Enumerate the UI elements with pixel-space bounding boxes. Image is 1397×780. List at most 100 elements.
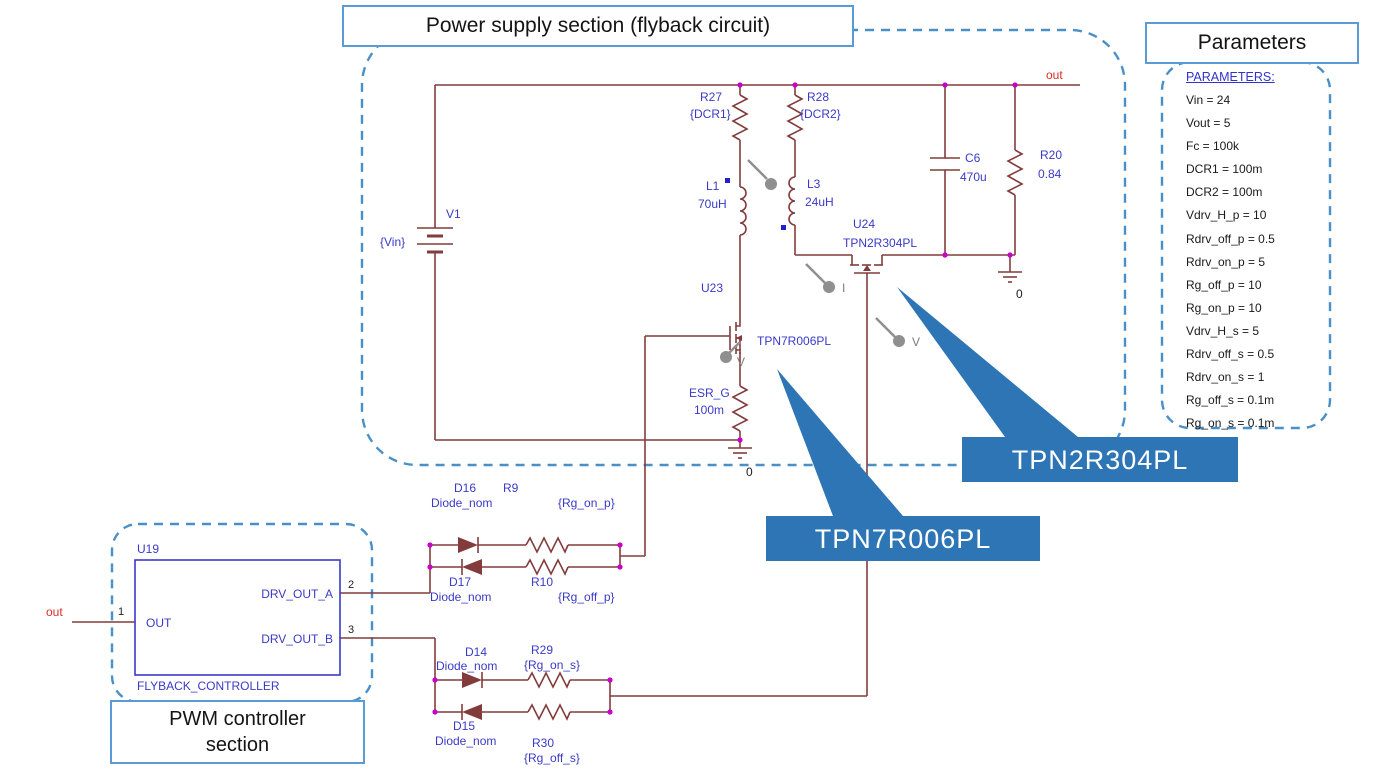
parameter-item: Fc = 100k <box>1186 139 1240 154</box>
u19-pin2-number: 2 <box>348 579 354 591</box>
mosfet-u24-symbol <box>850 255 883 274</box>
d17-ref-label: D17 <box>449 575 471 589</box>
ground-symbol-right <box>998 271 1022 283</box>
parameter-item: Rdrv_on_p = 5 <box>1186 254 1266 269</box>
power-supply-section-title: Power supply section (flyback circuit) <box>342 5 854 47</box>
parameter-item: Vin = 24 <box>1186 93 1231 107</box>
diode-d17-symbol <box>461 559 482 575</box>
u24-ref-label: U24 <box>853 217 875 231</box>
parameter-item: Rg_on_p = 10 <box>1186 300 1262 315</box>
u24-value-label: TPN2R304PL <box>843 236 917 250</box>
inductor-l1-symbol <box>725 178 747 236</box>
net-labels: out out 0 0 <box>46 68 1063 619</box>
u19-body <box>134 559 341 676</box>
callout-u23-pointer <box>777 369 903 516</box>
c6-value-label: 470u <box>960 170 987 184</box>
d15-value-label: Diode_nom <box>435 734 496 748</box>
probe-transformer <box>747 159 777 190</box>
r30-value-label: {Rg_off_s} <box>524 751 580 765</box>
probes: I V V <box>720 159 920 369</box>
callout-u23-box <box>766 516 1040 561</box>
esr-value-label: 100m <box>694 403 724 417</box>
capacitor-c6-symbol <box>930 157 960 171</box>
u19-ref-label: U19 <box>137 542 159 556</box>
parameter-item: DCR2 = 100m <box>1186 185 1263 200</box>
callout-u23: TPN7R006PL <box>766 369 1040 561</box>
u23-value-label: TPN7R006PL <box>757 334 831 348</box>
gnd-right-label: 0 <box>1016 287 1023 301</box>
parameter-item: Rg_off_p = 10 <box>1186 277 1262 292</box>
parameter-item: Vout = 5 <box>1186 116 1231 131</box>
parameters-header: PARAMETERS: <box>1186 70 1275 84</box>
diode-d14-symbol <box>462 672 483 688</box>
parameters-section-title: Parameters <box>1145 22 1359 64</box>
u19-pin-a-label: DRV_OUT_A <box>261 587 333 601</box>
d15-ref-label: D15 <box>453 719 475 733</box>
net-out-top-label: out <box>1046 68 1063 82</box>
parameter-item: Rdrv_on_s = 1 <box>1186 370 1265 385</box>
callout-u24-pointer <box>897 287 1078 437</box>
parameter-item: Rdrv_off_p = 0.5 <box>1186 231 1275 246</box>
u23-body-arrow <box>736 335 742 341</box>
r29-ref-label: R29 <box>531 643 553 657</box>
callout-u24: TPN2R304PL <box>897 287 1238 482</box>
u23-ref-label: U23 <box>701 281 723 295</box>
resistor-r10-symbol <box>525 558 569 576</box>
r28-value-label: {DCR2} <box>800 107 841 121</box>
r30-ref-label: R30 <box>532 736 554 750</box>
probe-voltage-source: V <box>720 341 745 369</box>
c6-ref-label: C6 <box>965 151 981 165</box>
r10-ref-label: R10 <box>531 575 553 589</box>
d14-ref-label: D14 <box>465 645 487 659</box>
diode-d15-symbol <box>461 704 482 720</box>
parameter-item: Rdrv_off_s = 0.5 <box>1186 347 1275 362</box>
callout-u23-label: TPN7R006PL <box>815 524 992 554</box>
r29-value-label: {Rg_on_s} <box>524 658 580 672</box>
u19-part-label: FLYBACK_CONTROLLER <box>137 679 280 693</box>
parameter-item: Rg_on_s = 0.1m <box>1186 416 1275 431</box>
probe-current-label: I <box>842 281 845 295</box>
probe-current: I <box>805 263 845 295</box>
diode-d16-symbol <box>458 537 479 553</box>
parameter-item: Vdrv_H_s = 5 <box>1186 323 1260 338</box>
l3-ref-label: L3 <box>807 177 821 191</box>
v1-ref-label: V1 <box>446 207 461 221</box>
l1-value-label: 70uH <box>698 197 727 211</box>
u19-pin-out-label: OUT <box>146 616 172 630</box>
d14-value-label: Diode_nom <box>436 659 497 673</box>
parameter-item: Rg_off_s = 0.1m <box>1186 393 1275 408</box>
v1-value-label: {Vin} <box>380 235 405 249</box>
l1-polarity-dot <box>725 178 730 183</box>
callout-u24-label: TPN2R304PL <box>1012 445 1189 475</box>
junction-dots <box>427 82 1018 715</box>
parameter-item: DCR1 = 100m <box>1186 162 1263 177</box>
r27-value-label: {DCR1} <box>690 107 731 121</box>
ground-symbol-left <box>728 440 752 459</box>
r27-ref-label: R27 <box>700 90 722 104</box>
r20-value-label: 0.84 <box>1038 167 1062 181</box>
parameter-item: Vdrv_H_p = 10 <box>1186 208 1267 223</box>
u24-body-arrow <box>863 265 871 271</box>
u19-pin-b-label: DRV_OUT_B <box>261 632 333 646</box>
r9-ref-label: R9 <box>503 481 519 495</box>
probe-voltage-source-label: V <box>737 355 745 369</box>
parameters-panel: PARAMETERS: Vin = 24 Vout = 5 Fc = 100k … <box>1186 70 1326 439</box>
net-out-controller-label: out <box>46 605 63 619</box>
resistor-r29-symbol <box>527 671 571 689</box>
controller-u19-block: U19 OUT DRV_OUT_A DRV_OUT_B 1 2 3 FLYBAC… <box>118 542 354 693</box>
resistor-r9-symbol <box>525 536 569 554</box>
inductor-l3-symbol <box>781 176 796 230</box>
r10-value-label: {Rg_off_p} <box>558 590 615 604</box>
d17-value-label: Diode_nom <box>430 590 491 604</box>
resistor-esr-g-symbol <box>731 385 749 432</box>
component-labels: V1 {Vin} R27 {DCR1} R28 {DCR2} L1 70uH L… <box>380 90 1062 765</box>
battery-v1-symbol <box>417 227 453 254</box>
probe-voltage-gate: V <box>875 317 920 349</box>
l3-polarity-dot <box>781 225 786 230</box>
resistor-r27-symbol <box>731 94 749 141</box>
gnd-left-label: 0 <box>746 465 753 479</box>
l1-ref-label: L1 <box>706 179 720 193</box>
wire-segments <box>72 84 1080 713</box>
